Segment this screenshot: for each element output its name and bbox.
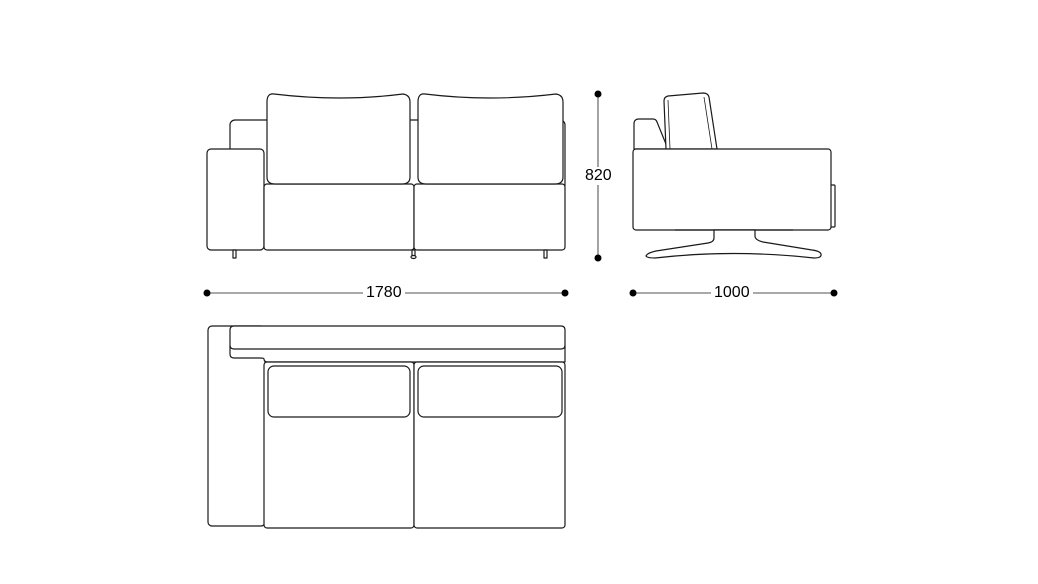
height-label: 820 (582, 167, 615, 185)
leg-left (232, 249, 237, 259)
seat-cushion-right (413, 183, 566, 251)
seat-cushion-left (263, 183, 415, 251)
top-back-cushion-right (417, 365, 563, 418)
top-view (207, 325, 566, 529)
side-back-cushion (663, 92, 718, 150)
swivel-base (645, 229, 822, 259)
top-back-cushion-left (267, 365, 411, 418)
depth-label: 1000 (711, 284, 753, 302)
left-arm (206, 148, 265, 251)
back-cushion-right (417, 93, 564, 185)
back-cushion-left (266, 93, 411, 185)
leg-right (543, 249, 548, 259)
side-back (633, 118, 669, 150)
width-label: 1780 (363, 284, 405, 302)
side-seat-body (632, 148, 832, 231)
side-view (632, 92, 836, 259)
top-back (229, 325, 566, 363)
front-view (206, 93, 566, 260)
